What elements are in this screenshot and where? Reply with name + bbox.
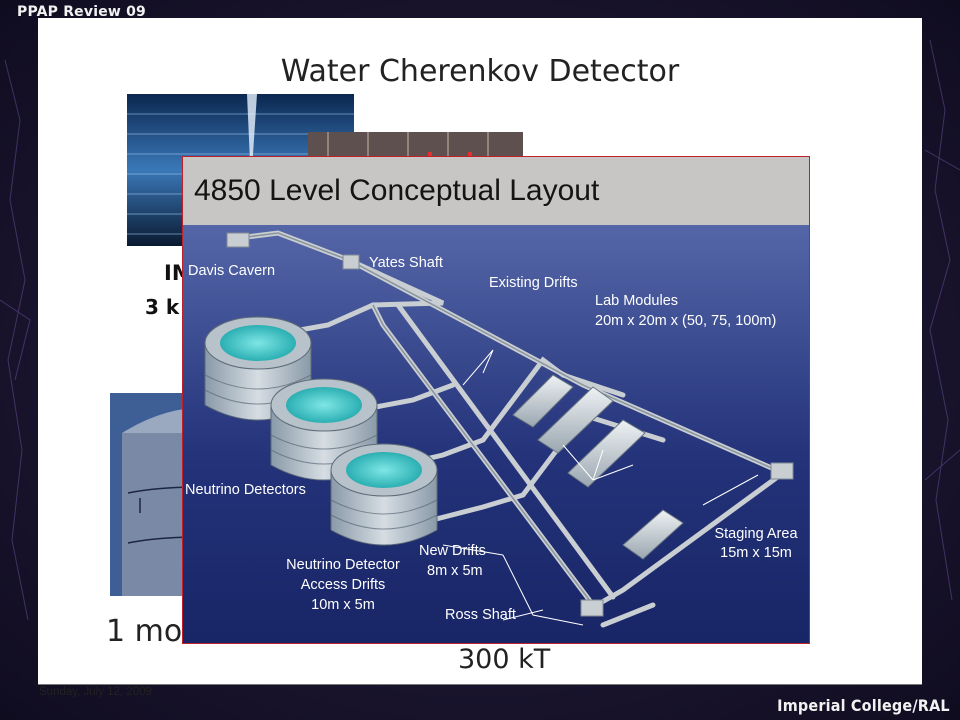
label-access-drifts-1: Neutrino Detector <box>286 557 400 573</box>
inset-header: 4850 Level Conceptual Layout <box>183 157 809 225</box>
label-existing-drifts: Existing Drifts <box>489 275 578 291</box>
conceptual-layout-inset: 4850 Level Conceptual Layout <box>182 156 810 644</box>
label-davis-cavern: Davis Cavern <box>188 263 276 279</box>
underground-layout-diagram <box>183 225 809 643</box>
label-yates-shaft: Yates Shaft <box>369 255 443 271</box>
label-ross-shaft: Ross Shaft <box>445 607 516 623</box>
im-mass-label: 3 k <box>145 295 180 319</box>
label-access-drifts-3: 10m x 5m <box>311 597 375 613</box>
label-neutrino-detectors: Neutrino Detectors <box>185 482 306 498</box>
label-staging-dims: 15m x 15m <box>720 545 792 561</box>
footer-divider <box>38 684 922 685</box>
label-new-drifts: New Drifts <box>419 543 486 559</box>
label-lab-dims: 20m x 20m x (50, 75, 100m) <box>595 313 777 329</box>
label-staging-area: Staging Area <box>714 526 798 542</box>
label-new-drifts-dims: 8m x 5m <box>427 563 483 579</box>
footer-date: Sunday, July 12, 2009 <box>39 686 152 698</box>
label-lab-modules: Lab Modules <box>595 293 679 309</box>
inset-title: 4850 Level Conceptual Layout <box>194 174 600 207</box>
institution-label: Imperial College/RAL <box>777 696 950 715</box>
slide-title: Water Cherenkov Detector <box>280 54 680 89</box>
total-mass-label: 300 kT <box>458 644 551 675</box>
label-access-drifts-2: Access Drifts <box>300 577 386 593</box>
conference-label: PPAP Review 09 <box>17 4 146 20</box>
